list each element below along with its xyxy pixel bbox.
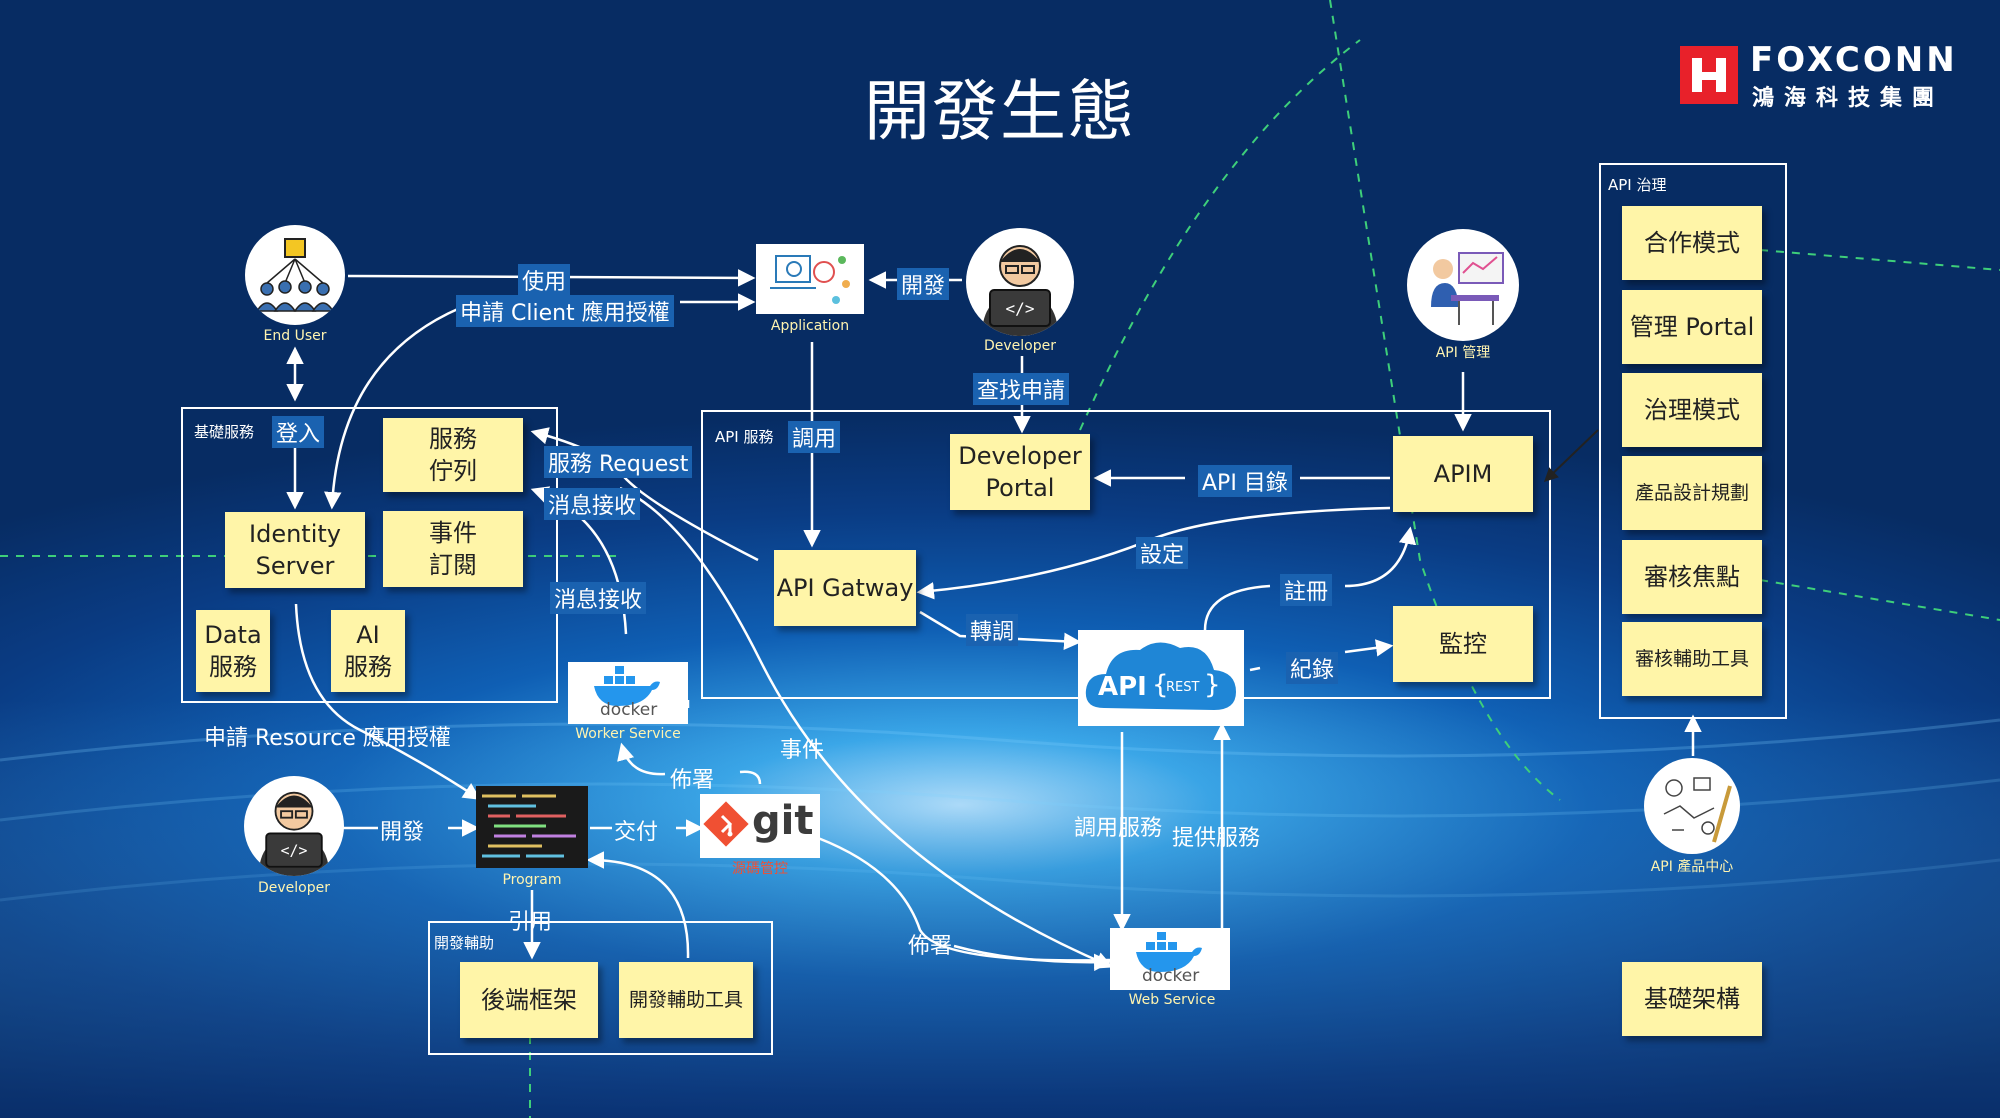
api-gateway-note: API Gatway — [774, 550, 916, 626]
program-caption: Program — [502, 872, 562, 888]
label-invoke: 調用 — [788, 421, 841, 453]
label-use: 使用 — [518, 264, 571, 296]
api-product-center-caption: API 產品中心 — [1650, 859, 1734, 875]
label-record: 紀錄 — [1286, 652, 1339, 684]
developer-bottom-caption: Developer — [257, 880, 330, 896]
apim-note: APIM — [1393, 436, 1533, 512]
ai-service-note: AI 服務 — [331, 610, 405, 692]
label-call-service: 調用服務 — [1074, 816, 1163, 841]
governance-item-6: 審核輔助工具 — [1622, 622, 1762, 696]
label-api-catalog: API 目錄 — [1198, 465, 1292, 497]
governance-item-2: 管理 Portal — [1622, 290, 1762, 364]
logo-chinese: 鴻海科技集團 — [1752, 86, 1945, 111]
label-event: 事件 — [780, 738, 825, 763]
developer-top-icon: </> — [966, 228, 1074, 336]
governance-item-1: 合作模式 — [1622, 206, 1762, 280]
label-deploy-1: 佈署 — [670, 768, 715, 793]
basic-services-group — [181, 407, 558, 703]
label-deploy-2: 佈署 — [908, 934, 953, 959]
label-deliver: 交付 — [614, 820, 659, 845]
governance-item-4: 產品設計規劃 — [1622, 456, 1762, 530]
label-develop-bottom: 開發 — [380, 820, 425, 845]
application-caption: Application — [770, 318, 850, 334]
label-service-request: 服務 Request — [544, 446, 693, 478]
api-rest-braces-close: } — [1204, 670, 1221, 700]
label-develop-top: 開發 — [897, 268, 950, 300]
label-msg-receive-1: 消息接收 — [544, 488, 641, 520]
developer-portal-note: Developer Portal — [950, 434, 1090, 510]
infrastructure-note: 基礎架構 — [1622, 962, 1762, 1036]
end-user-caption: End User — [263, 328, 327, 344]
service-queue-note: 服務 佇列 — [383, 418, 523, 492]
svg-text:</>: </> — [281, 843, 308, 860]
data-service-note: Data 服務 — [196, 610, 270, 692]
identity-server-note: Identity Server — [225, 512, 365, 588]
foxconn-logo: FOXCONN 鴻海科技集團 — [1680, 40, 1980, 111]
label-apply-client: 申請 Client 應用授權 — [456, 295, 674, 327]
program-code-icon — [476, 786, 588, 868]
api-manage-caption: API 管理 — [1435, 345, 1491, 361]
developer-top-caption: Developer — [983, 338, 1056, 354]
application-icon — [756, 244, 864, 314]
label-login: 登入 — [272, 416, 325, 448]
governance-item-3: 治理模式 — [1622, 373, 1762, 447]
docker-worker-icon: docker — [568, 662, 688, 724]
logo-brand: FOXCONN — [1750, 40, 1958, 80]
label-setting: 設定 — [1136, 537, 1189, 569]
git-caption: 源碼管控 — [732, 861, 788, 877]
docker-web-text: docker — [1142, 966, 1200, 986]
label-provide-service: 提供服務 — [1172, 826, 1261, 851]
svg-text:</>: </> — [1006, 299, 1035, 318]
api-manage-icon — [1407, 229, 1519, 341]
rest-text: REST — [1166, 680, 1200, 695]
label-apply-resource: 申請 Resource 應用授權 — [204, 726, 451, 751]
foxconn-logo-icon — [1680, 46, 1738, 104]
api-product-center-icon — [1644, 758, 1740, 854]
developer-bottom-icon: </> — [244, 776, 344, 876]
worker-service-caption: Worker Service — [575, 726, 681, 742]
governance-item-5: 審核焦點 — [1622, 540, 1762, 614]
end-user-icon — [245, 225, 345, 325]
dev-aid-label: 開發輔助 — [434, 934, 495, 952]
event-subscribe-note: 事件 訂閱 — [383, 511, 523, 587]
api-rest-text: API — [1098, 672, 1147, 702]
docker-worker-text: docker — [600, 700, 658, 720]
page-title: 開發生態 — [864, 73, 1136, 150]
dev-tools-note: 開發輔助工具 — [619, 962, 753, 1038]
label-cite: 引用 — [508, 910, 553, 935]
api-rest-braces: { — [1152, 670, 1174, 700]
docker-web-icon: docker — [1110, 928, 1230, 990]
backend-framework-note: 後端框架 — [460, 962, 598, 1038]
git-text: git — [752, 798, 814, 844]
label-register: 註冊 — [1280, 574, 1333, 606]
monitor-note: 監控 — [1393, 606, 1533, 682]
dev-aid-group — [428, 921, 773, 1055]
basic-services-label: 基礎服務 — [194, 423, 255, 441]
label-forward: 轉調 — [966, 614, 1019, 646]
git-logo: git — [700, 794, 820, 858]
api-services-label: API 服務 — [715, 428, 774, 446]
label-msg-receive-2: 消息接收 — [550, 582, 647, 614]
web-service-caption: Web Service — [1128, 992, 1216, 1008]
api-governance-label: API 治理 — [1608, 176, 1667, 194]
label-find-apply: 查找申請 — [973, 373, 1070, 405]
api-rest-cloud-icon: API { REST } — [1078, 630, 1244, 726]
